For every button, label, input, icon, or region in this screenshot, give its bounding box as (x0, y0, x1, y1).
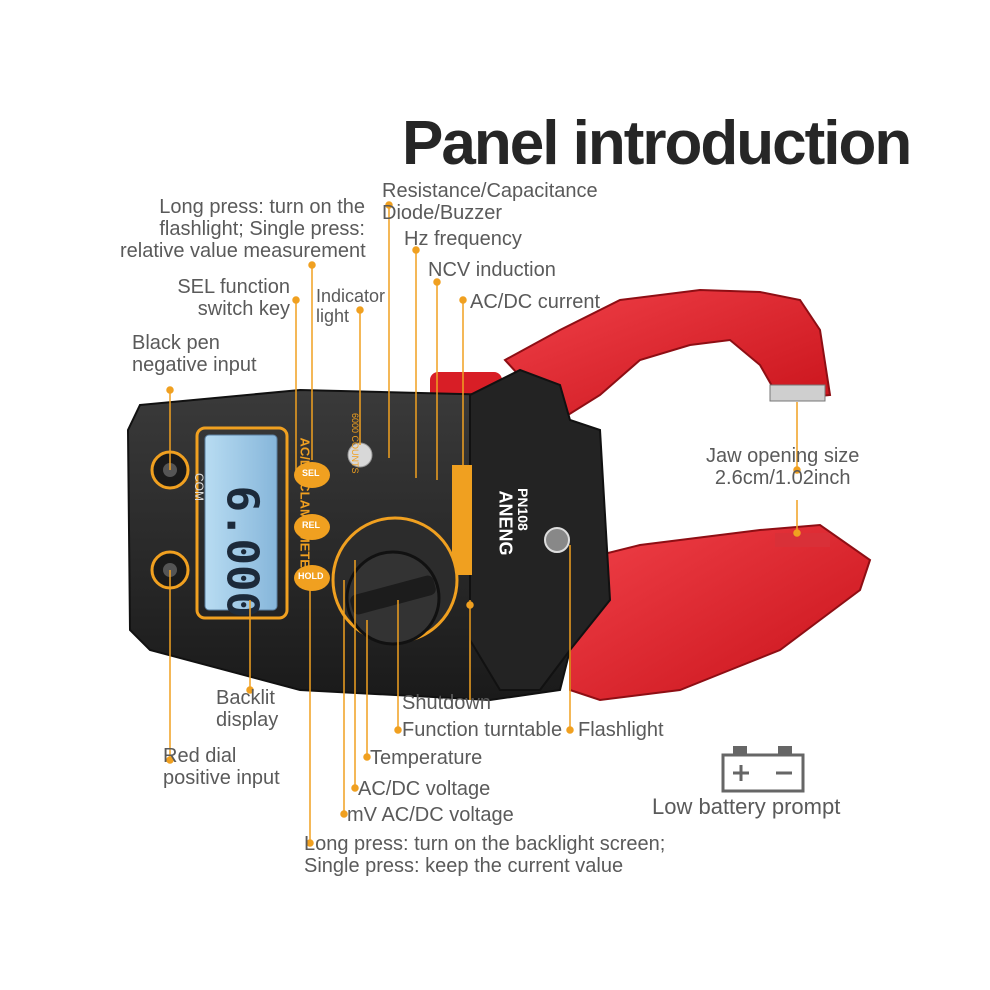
sel-button (294, 462, 330, 488)
label-acdc-voltage: AC/DC voltage (358, 778, 491, 800)
flashlight-lens (544, 527, 570, 553)
label-shutdown: Shutdown (402, 692, 491, 714)
lcd-screen (204, 434, 278, 611)
hold-button-label: HOLD (298, 571, 324, 581)
label-low-battery: Low battery prompt (652, 794, 841, 819)
sel-button-label: SEL (302, 468, 320, 478)
lower-jaw-tip (775, 533, 830, 547)
label-temperature: Temperature (370, 747, 483, 769)
hold-button (294, 565, 330, 591)
page-title: Panel introduction (402, 109, 912, 178)
label-resistance: Resistance/Capacitance Diode/Buzzer (382, 180, 598, 224)
label-jaw-opening: Jaw opening size 2.6cm/1.02inch (706, 445, 860, 489)
label-sel-function: SEL function switch key (177, 276, 290, 320)
lower-jaw (569, 523, 872, 702)
label-function-turntable: Function turntable (402, 719, 563, 741)
label-indicator-light: Indicator light (316, 286, 386, 326)
meter-head (469, 368, 612, 691)
label-backlit-display: Backlit display (216, 687, 279, 731)
label-flashlight: Flashlight (578, 719, 664, 741)
upper-jaw-tip (769, 384, 826, 402)
label-mv-voltage: mV AC/DC voltage (347, 804, 514, 826)
label-long-press-flashlight: Long press: turn on the flashlight; Sing… (120, 196, 366, 262)
label-red-dial: Red dial positive input (163, 745, 280, 789)
label-black-pen: Black pen negative input (132, 332, 257, 376)
rel-button-label: REL (302, 520, 320, 530)
label-acdc-current: AC/DC current (470, 291, 601, 313)
label-hz: Hz frequency (404, 228, 522, 250)
label-ncv: NCV induction (428, 259, 556, 281)
rel-button (294, 514, 330, 540)
label-backlight-press: Long press: turn on the backlight screen… (304, 833, 666, 877)
